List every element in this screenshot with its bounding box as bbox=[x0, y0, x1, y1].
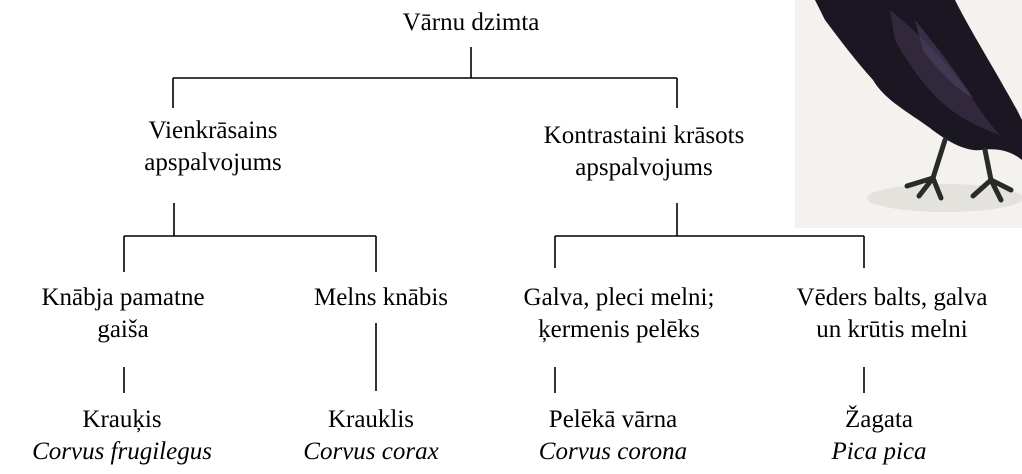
crow-illustration bbox=[795, 0, 1022, 228]
ground-shadow-icon bbox=[867, 184, 1022, 212]
trait-grey-body: Galva, pleci melni; ķermenis pelēks bbox=[524, 282, 715, 346]
root-node: Vārnu dzimta bbox=[403, 7, 540, 39]
species-magpie-latin: Pica pica bbox=[831, 438, 927, 465]
species-rook: Krauķis Corvus frugilegus bbox=[32, 404, 212, 468]
species-raven-latin: Corvus corax bbox=[303, 438, 439, 465]
crow-wing-highlight-icon bbox=[915, 20, 973, 98]
species-hooded-crow: Pelēkā vārna Corvus corona bbox=[539, 404, 687, 468]
species-hooded-crow-latin: Corvus corona bbox=[538, 438, 688, 465]
species-magpie: Žagata Pica pica bbox=[831, 404, 926, 468]
group-contrast-plumage: Kontrastaini krāsots apspalvojums bbox=[544, 120, 745, 184]
group-contrast-line1: Kontrastaini krāsots bbox=[543, 122, 745, 149]
trait-white-belly-line1: Vēders balts, galva bbox=[796, 284, 988, 311]
group-contrast-line2: apspalvojums bbox=[575, 154, 713, 181]
trait-white-belly-line2: un krūtis melni bbox=[816, 316, 968, 343]
species-raven: Krauklis Corvus corax bbox=[303, 404, 438, 468]
trait-black-beak: Melns knābis bbox=[314, 282, 448, 314]
crow-leg-right-icon bbox=[970, 147, 1014, 203]
group-uniform-plumage: Vienkrāsains apspalvojums bbox=[144, 115, 282, 179]
crow-leg-left-icon bbox=[904, 137, 948, 201]
trait-pale-beak-base: Knābja pamatne gaiša bbox=[41, 282, 204, 346]
species-rook-common: Krauķis bbox=[82, 406, 162, 433]
species-raven-common: Krauklis bbox=[327, 406, 415, 433]
species-magpie-common: Žagata bbox=[844, 406, 914, 433]
group-uniform-line1: Vienkrāsains bbox=[148, 117, 278, 144]
group-uniform-line2: apspalvojums bbox=[144, 149, 282, 176]
trait-pale-beak-line2: gaiša bbox=[97, 316, 149, 343]
trait-pale-beak-line1: Knābja pamatne bbox=[41, 284, 205, 311]
species-hooded-crow-common: Pelēkā vārna bbox=[548, 406, 678, 433]
trait-grey-body-line1: Galva, pleci melni; bbox=[523, 284, 715, 311]
trait-black-beak-line1: Melns knābis bbox=[313, 284, 449, 311]
trait-white-belly: Vēders balts, galva un krūtis melni bbox=[797, 282, 988, 346]
trait-grey-body-line2: ķermenis pelēks bbox=[538, 316, 700, 343]
root-label: Vārnu dzimta bbox=[402, 9, 540, 36]
species-rook-latin: Corvus frugilegus bbox=[32, 438, 212, 465]
